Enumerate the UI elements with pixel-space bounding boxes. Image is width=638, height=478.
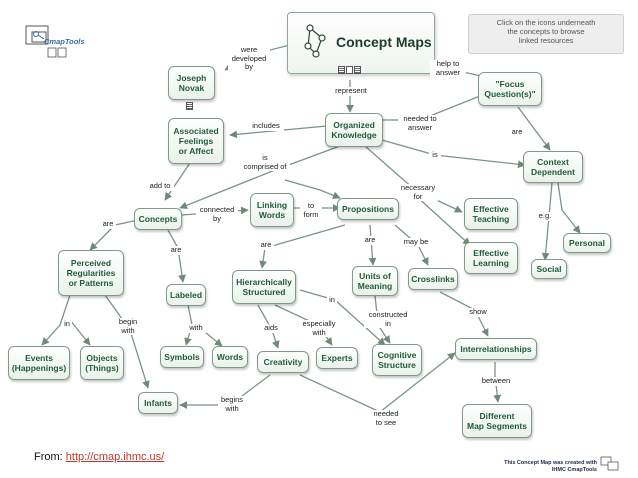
link-label: in	[62, 319, 72, 329]
link-label: with	[186, 323, 206, 333]
image-icon[interactable]	[346, 66, 353, 74]
node-context-dependent[interactable]: Context Dependent	[523, 151, 583, 183]
instructions-note: Click on the icons underneath the concep…	[468, 14, 624, 54]
link-label: e.g.	[536, 211, 554, 221]
link-label: represent	[330, 86, 372, 96]
link-label: begins with	[218, 395, 246, 413]
link-label: aids	[262, 323, 280, 333]
node-different-map-segments[interactable]: Different Map Segments	[462, 404, 532, 438]
node-units-of-meaning[interactable]: Units of Meaning	[352, 266, 398, 296]
node-events[interactable]: Events (Happenings)	[8, 346, 70, 380]
link-label: is	[429, 150, 441, 160]
link-label: needed to see	[370, 409, 402, 427]
document-icon[interactable]	[338, 66, 345, 74]
node-personal[interactable]: Personal	[563, 233, 611, 253]
node-joseph-novak[interactable]: Joseph Novak	[168, 66, 215, 100]
cmaptools-logo-text: CmapTools	[44, 37, 85, 46]
source-prefix: From:	[34, 451, 63, 463]
node-effective-learning[interactable]: Effective Learning	[464, 242, 518, 274]
node-hierarchically-structured[interactable]: Hierarchically Structured	[232, 270, 296, 304]
node-focus-questions[interactable]: "Focus Question(s)"	[478, 72, 542, 106]
page-title: Concept Maps	[336, 34, 432, 50]
cmaptools-credit-icon	[600, 456, 619, 471]
node-effective-teaching[interactable]: Effective Teaching	[464, 198, 518, 230]
link-label: help to answer	[430, 59, 466, 77]
source-link[interactable]: http://cmap.ihmc.us/	[65, 451, 165, 463]
node-interrelationships[interactable]: Interrelationships	[455, 338, 537, 360]
link-label: were developed by	[228, 45, 270, 72]
node-organized-knowledge[interactable]: Organized Knowledge	[325, 113, 383, 147]
node-creativity[interactable]: Creativity	[257, 351, 309, 373]
link-label: are	[362, 235, 378, 245]
node-associated-feelings[interactable]: Associated Feelings or Affect	[168, 118, 224, 164]
cmap-icon[interactable]	[354, 66, 361, 74]
link-label: are	[100, 219, 116, 229]
link-label: necessary for	[398, 183, 438, 201]
link-label: connected by	[196, 205, 238, 223]
link-label: is comprised of	[240, 153, 290, 171]
node-labeled[interactable]: Labeled	[166, 284, 206, 306]
node-linking-words[interactable]: Linking Words	[250, 193, 294, 227]
link-label: needed to answer	[398, 114, 442, 132]
node-social[interactable]: Social	[531, 259, 567, 279]
document-icon[interactable]	[186, 102, 193, 110]
source-attribution: From: http://cmap.ihmc.us/	[34, 451, 164, 463]
node-propositions[interactable]: Propositions	[337, 198, 399, 220]
link-label: in	[327, 295, 337, 305]
link-label: show	[467, 307, 489, 317]
link-label: begin with	[114, 317, 142, 335]
node-crosslinks[interactable]: Crosslinks	[408, 268, 458, 290]
link-label: between	[478, 376, 514, 386]
link-label: especially with	[297, 319, 341, 337]
node-perceived-regularities[interactable]: Perceived Regularities or Patterns	[58, 250, 124, 296]
concept-map-logo-icon	[304, 24, 326, 58]
link-label: are	[168, 245, 184, 255]
node-experts[interactable]: Experts	[316, 347, 358, 369]
creation-credit: This Concept Map was created with IHMC C…	[504, 460, 597, 473]
link-label: to form	[300, 201, 322, 219]
node-objects[interactable]: Objects (Things)	[80, 346, 124, 380]
concept-maps-title-node[interactable]	[287, 12, 435, 74]
node-cognitive-structure[interactable]: Cognitive Structure	[372, 344, 422, 376]
cmaptools-logo-icon	[25, 25, 67, 58]
link-label: may be	[401, 237, 431, 247]
node-symbols[interactable]: Symbols	[160, 346, 204, 368]
node-concepts[interactable]: Concepts	[134, 208, 182, 230]
node-infants[interactable]: Infants	[138, 392, 178, 414]
link-label: are	[509, 127, 525, 137]
link-label: add to	[146, 181, 174, 191]
link-label: constructed in	[364, 310, 412, 328]
node-words[interactable]: Words	[212, 346, 248, 368]
resource-icons[interactable]	[338, 66, 361, 74]
joseph-novak-resource-icons[interactable]	[186, 102, 193, 110]
link-label: are	[258, 240, 274, 250]
link-label: includes	[248, 121, 284, 131]
